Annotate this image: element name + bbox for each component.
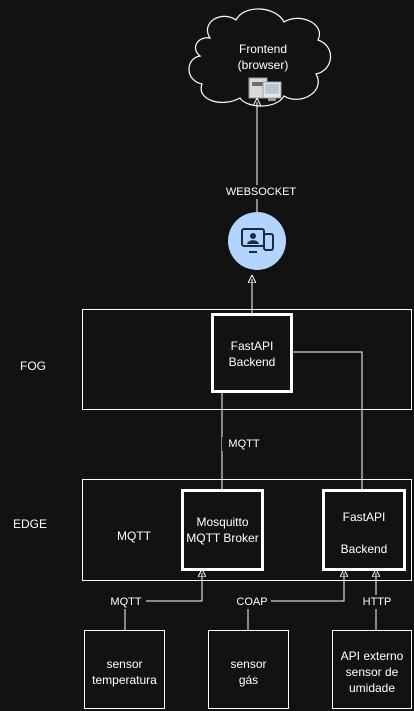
sensor-temperatura xyxy=(84,630,165,709)
fog-fastapi-label: FastAPI Backend xyxy=(228,339,276,369)
coap-link-label: COAP xyxy=(233,595,271,609)
fog-layer xyxy=(82,309,412,410)
edge-fastapi-label: FastAPI Backend xyxy=(340,510,388,556)
fog-edge-mqtt-label: MQTT xyxy=(222,437,266,451)
http-link-label: HTTP xyxy=(358,595,396,609)
edge-layer xyxy=(82,479,412,581)
fog-fastapi-backend xyxy=(211,313,293,393)
frontend-label: Frontend (browser) xyxy=(237,42,289,72)
mosquitto-broker-label: Mosquitto MQTT Broker xyxy=(186,515,259,545)
temperatura-to-broker-connector xyxy=(124,573,202,630)
frontend-cloud xyxy=(188,8,332,107)
sensor-gas xyxy=(208,630,289,709)
api-externo-label: API externo sensor de umidade xyxy=(340,649,404,695)
websocket-label: WEBSOCKET xyxy=(222,185,300,199)
sensor-gas-label: sensor gás xyxy=(230,657,267,687)
gas-to-fastapi-connector xyxy=(247,573,344,630)
mosquitto-broker xyxy=(181,489,264,571)
edge-mqtt-label: MQTT xyxy=(117,529,151,543)
api-externo-sensor-umidade xyxy=(332,630,412,709)
sensor-temperatura-label: sensor temperatura xyxy=(92,657,157,687)
fog-edge-fastapi-connector xyxy=(292,351,363,489)
fog-label: FOG xyxy=(20,359,46,373)
devices-monitor-icon xyxy=(228,212,286,270)
edge-label: EDGE xyxy=(13,517,48,531)
edge-fastapi-backend xyxy=(322,489,406,571)
mqtt-link-label: MQTT xyxy=(106,595,146,609)
